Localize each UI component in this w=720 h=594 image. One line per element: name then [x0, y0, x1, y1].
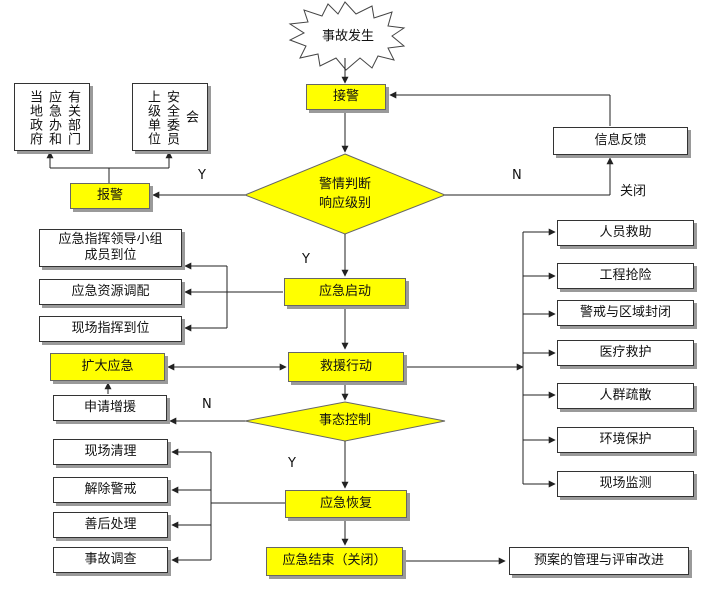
action-box-7: 现场监测: [557, 471, 694, 497]
notify-superior-col1: 会: [183, 110, 198, 124]
notify-superior-box: 会 安全委员 上级单位: [132, 83, 208, 151]
plan-improvement-box: 预案的管理与评审改进: [509, 547, 689, 575]
close-label: 关闭: [620, 184, 647, 199]
leader-group-line2: 成员到位: [84, 248, 137, 263]
judge-no-label: N: [512, 168, 522, 183]
rescue-action-box: 救援行动: [288, 352, 404, 382]
start-label: 事故发生: [321, 29, 374, 44]
action-box-3: 警戒与区域封闭: [557, 300, 694, 326]
cleanup-box-1: 现场清理: [53, 439, 168, 465]
notify-gov-col1: 有关部门: [65, 90, 80, 146]
action-box-2: 工程抢险: [557, 263, 694, 289]
receive-alarm-box: 接警: [306, 84, 386, 110]
emergency-startup-box: 应急启动: [284, 278, 406, 306]
info-feedback-box: 信息反馈: [553, 127, 688, 155]
report-alarm-box: 报警: [70, 183, 150, 209]
emergency-recovery-box: 应急恢复: [285, 490, 407, 518]
action-box-4: 医疗救护: [557, 340, 694, 366]
action-box-6: 环境保护: [557, 427, 694, 453]
judge-diamond: [243, 153, 447, 235]
leader-group-box: 应急指挥领导小组 成员到位: [39, 229, 182, 267]
leader-group-line1: 应急指挥领导小组: [58, 231, 163, 247]
cleanup-box-4: 事故调查: [53, 547, 168, 573]
notify-gov-box: 有关部门 应急办和 当地政府: [14, 83, 90, 151]
cleanup-box-3: 善后处理: [53, 512, 168, 538]
action-box-1: 人员救助: [557, 220, 694, 246]
notify-superior-col2: 安全委员: [164, 90, 179, 146]
start-burst: [288, 1, 406, 71]
notify-gov-col3: 当地政府: [27, 90, 42, 146]
emergency-end-box: 应急结束（关闭）: [266, 547, 403, 576]
judge-label-2: 响应级别: [318, 196, 371, 211]
notify-gov-col2: 应急办和: [46, 90, 61, 146]
onsite-command-box: 现场指挥到位: [39, 316, 182, 342]
cleanup-box-2: 解除警戒: [53, 477, 168, 503]
control-label: 事态控制: [318, 413, 371, 428]
notify-superior-col3: 上级单位: [145, 90, 160, 146]
judge-yes-label: Y: [198, 168, 206, 183]
startup-yes-label: Y: [302, 252, 310, 267]
expand-emergency-box: 扩大应急: [50, 353, 165, 381]
judge-label-1: 警情判断: [318, 177, 371, 192]
request-reinforcement-box: 申请增援: [53, 395, 167, 421]
resource-dispatch-box: 应急资源调配: [39, 279, 182, 305]
control-no-label: N: [202, 397, 212, 412]
recovery-yes-label: Y: [288, 456, 296, 471]
action-box-5: 人群疏散: [557, 383, 694, 409]
